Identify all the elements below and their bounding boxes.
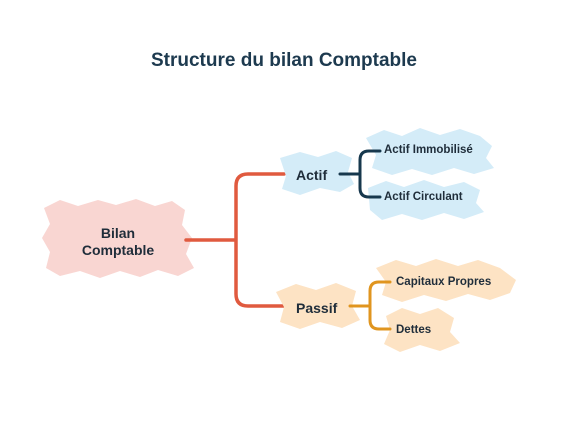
root-label-line2: Comptable: [81, 242, 155, 258]
root-node-shape[interactable]: [42, 199, 194, 278]
root-connector: [184, 172, 286, 308]
actif-immobilise-shape[interactable]: [366, 128, 494, 175]
passif-node-shape[interactable]: [276, 283, 360, 329]
passif-connector: [348, 280, 392, 331]
actif-circulant-shape[interactable]: [368, 180, 484, 220]
root-label-line1: Bilan: [100, 225, 136, 241]
passif-node-label: Passif: [296, 300, 338, 316]
actif-circulant-label: Actif Circulant: [384, 191, 463, 203]
capitaux-propres-shape[interactable]: [376, 259, 516, 302]
diagram-title: Structure du bilan Comptable: [150, 50, 418, 71]
root-node-label: Bilan Comptable: [58, 225, 178, 259]
dettes-label: Dettes: [396, 324, 432, 336]
actif-node-shape[interactable]: [280, 151, 354, 195]
capitaux-propres-label: Capitaux Propres: [396, 276, 492, 288]
actif-connector: [338, 149, 382, 199]
actif-node-label: Actif: [296, 167, 328, 183]
dettes-shape[interactable]: [384, 308, 460, 352]
actif-immobilise-label: Actif Immobilisé: [384, 144, 473, 156]
